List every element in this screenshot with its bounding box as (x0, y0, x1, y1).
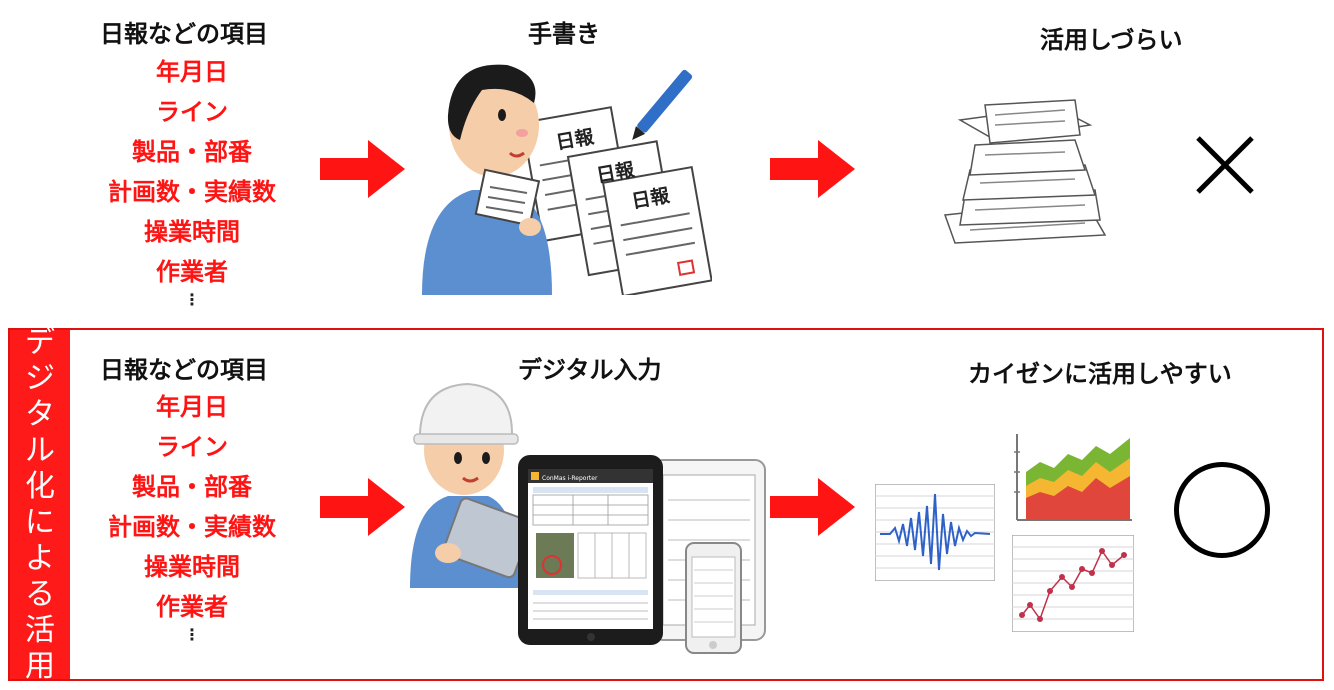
handwriting-heading: 手書き (528, 20, 600, 48)
helmet-worker-illustration (410, 382, 528, 588)
arrow-right-icon (770, 478, 855, 536)
handwriting-worker-illustration: 日報 日報 日報 (422, 64, 712, 295)
top-items-heading: 日報などの項目 (100, 20, 268, 48)
bottom-items-heading: 日報などの項目 (100, 356, 268, 384)
item-product: 製品・部番 (132, 138, 252, 166)
side-label-char: デ (25, 324, 55, 360)
item-worker: 作業者 (156, 593, 228, 621)
side-label-char: 化 (25, 468, 55, 504)
arrow-right-icon (320, 478, 405, 536)
top-item-list: 年月日 ライン 製品・部番 計画数・実績数 操業時間 作業者 ⋮ (92, 52, 292, 334)
item-plan-actual: 計画数・実績数 (108, 178, 276, 206)
cross-mark-icon (1196, 136, 1254, 194)
item-date: 年月日 (156, 393, 228, 421)
item-date: 年月日 (156, 58, 228, 86)
tablet-devices-illustration: ConMas i-Reporter (518, 455, 766, 654)
paper-stack: 日報 日報 日報 (521, 106, 712, 295)
side-label-char: 用 (25, 648, 55, 684)
item-worker: 作業者 (156, 258, 228, 286)
worker-figure (422, 64, 552, 295)
circle-mark-icon (1174, 462, 1270, 558)
side-label-char: ル (25, 432, 55, 468)
waveform-chart-illustration (875, 484, 995, 581)
item-plan-actual: 計画数・実績数 (108, 513, 276, 541)
item-line: ライン (156, 98, 228, 126)
arrow-right-icon (770, 140, 855, 198)
item-operating-time: 操業時間 (144, 218, 240, 246)
line-scatter-chart-illustration (1012, 535, 1134, 632)
side-label-char: る (25, 576, 55, 612)
digital-section-frame (8, 328, 1324, 681)
pen-icon (632, 69, 693, 140)
side-label-char: に (25, 504, 55, 540)
messy-paper-pile-illustration (943, 99, 1107, 244)
digital-utilization-label: デ ジ タ ル 化 に よ る 活 用 (10, 325, 70, 684)
side-label-char: ジ (25, 360, 55, 396)
side-label-char: 活 (25, 612, 55, 648)
easy-kaizen-heading: カイゼンに活用しやすい (968, 360, 1232, 388)
side-label-char: よ (25, 540, 55, 576)
hard-to-use-heading: 活用しづらい (1040, 26, 1183, 54)
more-dots: ⋮ (184, 625, 200, 644)
more-dots: ⋮ (184, 290, 200, 309)
digital-input-heading: デジタル入力 (518, 356, 662, 384)
item-operating-time: 操業時間 (144, 553, 240, 581)
bottom-item-list: 年月日 ライン 製品・部番 計画数・実績数 操業時間 作業者 ⋮ (92, 387, 292, 669)
tablet-app-name: ConMas i-Reporter (542, 475, 598, 482)
item-product: 製品・部番 (132, 473, 252, 501)
side-label-char: タ (25, 396, 55, 432)
arrow-right-icon (320, 140, 405, 198)
stacked-area-chart-illustration (1014, 434, 1132, 521)
item-line: ライン (156, 433, 228, 461)
